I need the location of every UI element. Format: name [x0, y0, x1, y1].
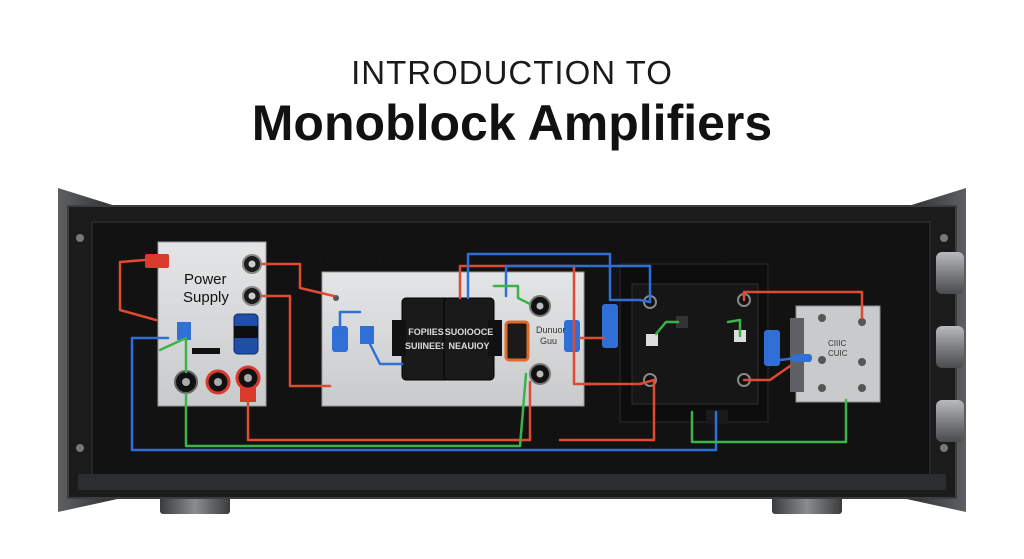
blue-wire: [130, 336, 718, 452]
power-supply-label-1: Power: [184, 271, 227, 288]
side-module-text-2: Guu: [540, 336, 557, 346]
preamp-post-center: [536, 302, 544, 310]
preamplifier-board-label: Preamplifier: [322, 253, 402, 270]
terminal-screw: [858, 358, 866, 366]
title-intro: INTRODUCTION TO: [351, 54, 673, 91]
red-connector: [240, 388, 256, 402]
binding-post: [248, 292, 256, 300]
red-wire: [260, 262, 336, 298]
terminal-screw: [818, 356, 826, 364]
output-capacitor: [764, 330, 780, 366]
screw-icon: [940, 234, 948, 242]
chip2-text-2: NEAUIOY: [448, 341, 489, 351]
terminal-resistor: [792, 354, 812, 362]
binding-post: [248, 260, 256, 268]
red-wire: [260, 294, 332, 388]
preamp-capacitor: [332, 326, 348, 352]
knob-bottom: [936, 400, 964, 442]
preamp-post-center: [536, 370, 544, 378]
terminal-screw: [818, 384, 826, 392]
red-wire: [558, 378, 656, 442]
chassis-base: [78, 474, 946, 490]
output-capacitor: [602, 304, 618, 348]
ampletes-label: Ampletes: [542, 414, 609, 431]
side-module: [504, 320, 530, 362]
transistor: [646, 334, 658, 346]
preamp-capacitor: [564, 320, 580, 352]
red-wire: [742, 364, 792, 382]
title-main: Monoblock Amplifiers: [251, 95, 773, 151]
blue-wire: [368, 342, 404, 366]
preamplifier-top-label: Preamplifier: [440, 231, 520, 248]
power-supply-label-2: Supply: [183, 289, 229, 306]
blue-wire: [466, 252, 652, 304]
chip2-text-1: SUOIOOCE: [445, 327, 494, 337]
resistor-bar: [192, 348, 220, 354]
chip1-text-2: SUIINEES: [405, 341, 447, 351]
green-wire: [158, 336, 188, 374]
terminal-text-2: CUIC: [828, 349, 848, 358]
transformer-chip-2: SUOIOOCE NEAUIOY: [443, 297, 502, 381]
side-module-text-1: Dunuor: [536, 325, 566, 335]
terminal-screw: [818, 314, 826, 322]
output-post: [182, 378, 190, 386]
output-post: [244, 374, 252, 382]
capacitor-small: [177, 322, 191, 340]
red-wire: [246, 380, 532, 442]
output-post: [214, 378, 222, 386]
red-wire: [742, 290, 864, 320]
blue-wire: [778, 356, 798, 362]
blue-wire: [338, 310, 362, 332]
capacitor-band: [234, 326, 258, 338]
knob-middle: [936, 326, 964, 368]
green-wire: [654, 320, 680, 336]
fuse-block: [145, 254, 169, 268]
green-wire: [184, 372, 528, 448]
ehating-label: Ehating: [262, 410, 316, 427]
transistor: [676, 316, 688, 328]
screw-icon: [76, 234, 84, 242]
red-wire: [118, 258, 158, 322]
terminal-screw: [858, 318, 866, 326]
preamp-capacitor: [360, 326, 374, 344]
screw-icon: [940, 444, 948, 452]
output-stage-label: Output Stage: [646, 241, 734, 258]
green-wire: [690, 398, 848, 444]
terminal-text-1: CIIIC: [828, 339, 846, 348]
terminal-screw: [858, 384, 866, 392]
green-wire: [492, 284, 532, 306]
green-wire: [726, 318, 742, 338]
screw-icon: [76, 444, 84, 452]
blue-wire: [504, 264, 652, 304]
knob-top: [936, 252, 964, 294]
chip1-text-1: FOPIIES: [408, 327, 444, 337]
